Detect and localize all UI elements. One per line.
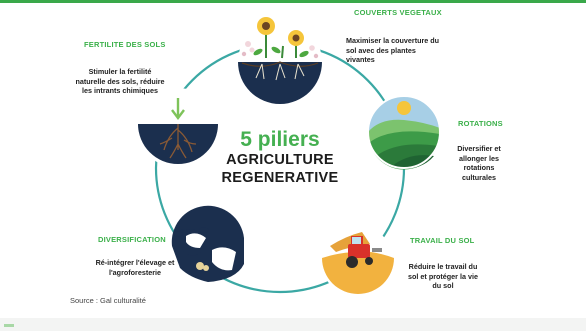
- center-pillars-count: 5 piliers: [240, 128, 320, 151]
- bottom-mark: [4, 324, 14, 327]
- pillar-desc-couverts: Maximiser la couverture du sol avec des …: [346, 36, 440, 64]
- top-accent-line: [0, 0, 586, 3]
- pillar-desc-rotations: Diversifier et allonger les rotations cu…: [457, 144, 501, 182]
- pillar-desc-travail: Réduire le travail du sol et protéger la…: [408, 262, 478, 290]
- field-rotation-icon: [367, 95, 441, 170]
- sunflower-icon: [238, 17, 322, 104]
- soil-roots-icon: [138, 88, 218, 168]
- pillar-title-fertilite: FERTILITE DES SOLS: [84, 40, 166, 49]
- pillar-desc-diversification: Ré-intégrer l'élevage et l'agroforesteri…: [95, 258, 175, 277]
- bottom-strip: [0, 318, 586, 331]
- source-caption: Source : Gal culturalité: [70, 296, 146, 305]
- pillar-desc-fertilite: Stimuler la fertilité naturelle des sols…: [75, 67, 165, 95]
- center-line-regenerative: REGENERATIVE: [221, 170, 339, 186]
- cow-icon: [171, 205, 244, 282]
- center-line-agriculture: AGRICULTURE: [226, 152, 334, 168]
- center-title: 5 piliers AGRICULTURE REGENERATIVE: [200, 128, 360, 187]
- pillar-title-diversification: DIVERSIFICATION: [98, 235, 166, 244]
- pillar-title-couverts: COUVERTS VEGETAUX: [354, 8, 442, 17]
- pillar-title-rotations: ROTATIONS: [458, 119, 503, 128]
- pillar-title-travail: TRAVAIL DU SOL: [410, 236, 475, 245]
- tractor-icon: [322, 226, 394, 298]
